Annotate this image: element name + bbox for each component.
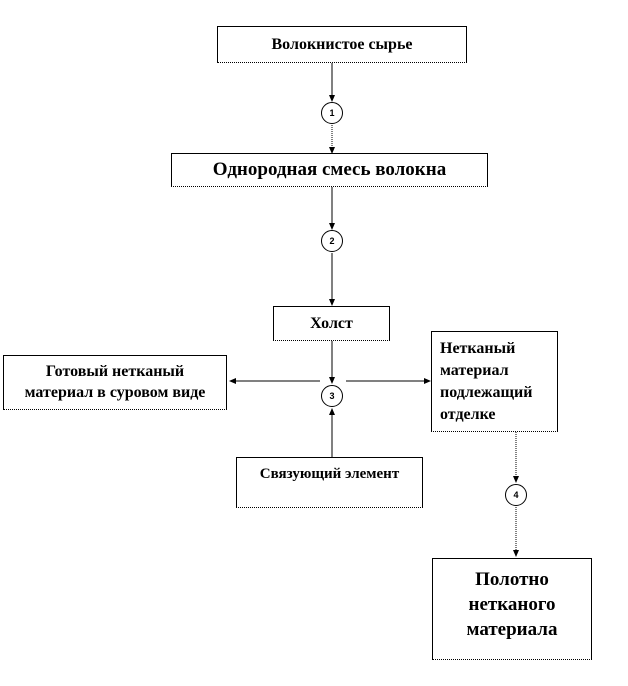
node-fiber-mix-label: Однородная смесь волокна bbox=[212, 159, 447, 180]
node-finished-raw-line: материал в суровом виде bbox=[24, 384, 206, 401]
step-marker-1: 1 bbox=[321, 102, 343, 124]
node-raw-fiber-label: Волокнистое сырье bbox=[271, 36, 413, 53]
step-number: 1 bbox=[329, 108, 335, 118]
node-finished-raw: Готовый нетканый материал в суровом виде bbox=[3, 355, 227, 410]
node-batt-label: Холст bbox=[310, 315, 353, 332]
node-for-finishing-line: материал bbox=[440, 362, 509, 379]
node-binder-label: Связующий элемент bbox=[259, 466, 400, 482]
node-finished-raw-line: Готовый нетканый bbox=[45, 363, 185, 380]
step-number: 3 bbox=[329, 391, 335, 401]
step-number: 2 bbox=[329, 236, 335, 246]
step-marker-2: 2 bbox=[321, 230, 343, 252]
node-for-finishing-line: отделке bbox=[440, 406, 496, 423]
node-for-finishing-line: Нетканый bbox=[440, 340, 516, 357]
step-marker-3: 3 bbox=[321, 385, 343, 407]
step-marker-4: 4 bbox=[505, 484, 527, 506]
node-batt: Холст bbox=[273, 306, 390, 341]
step-number: 4 bbox=[513, 490, 519, 500]
node-final-fabric: Полотно нетканого материала bbox=[432, 558, 592, 660]
node-binder: Связующий элемент bbox=[236, 457, 423, 508]
node-final-fabric-line: материала bbox=[466, 619, 558, 640]
node-raw-fiber: Волокнистое сырье bbox=[217, 26, 467, 63]
node-for-finishing-line: подлежащий bbox=[440, 384, 533, 401]
node-final-fabric-line: Полотно bbox=[475, 569, 549, 590]
node-for-finishing: Нетканый материал подлежащий отделке bbox=[431, 331, 558, 432]
node-final-fabric-line: нетканого bbox=[468, 594, 556, 615]
node-fiber-mix: Однородная смесь волокна bbox=[171, 153, 488, 187]
